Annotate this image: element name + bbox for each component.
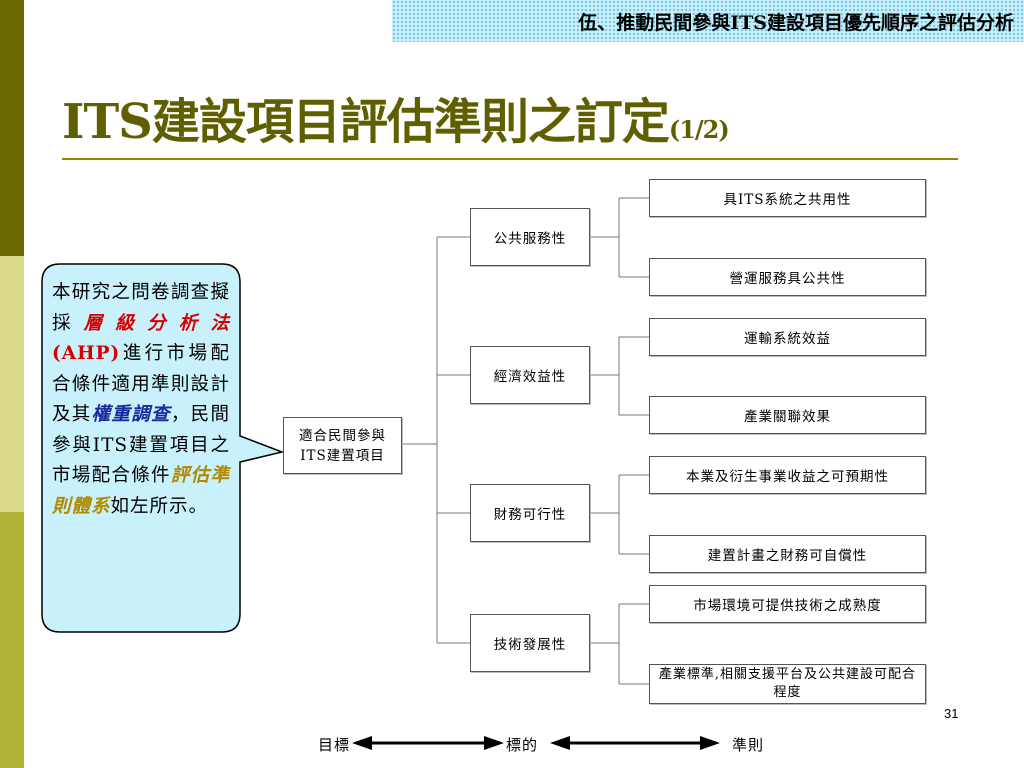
criterion-label: 營運服務具公共性 [729, 271, 846, 287]
goal-label: 公共服務性 [493, 231, 567, 247]
legend-label-objective: 標的 [506, 736, 539, 754]
criterion-node: 具ITS系統之共用性 [649, 179, 926, 217]
goal-label: 經濟效益性 [493, 369, 567, 385]
sidebar-stripe-light [0, 256, 24, 512]
criterion-node: 本業及衍生事業收益之可預期性 [649, 456, 926, 494]
page-title-main: ITS建設項目評估準則之訂定 [62, 94, 670, 150]
legend-arrow-2 [550, 736, 720, 750]
goal-node-technical-development: 技術發展性 [470, 614, 590, 672]
title-divider [62, 158, 958, 160]
callout-emph-weight: 權重調查 [91, 404, 171, 425]
page-title-suffix: (1/2) [668, 115, 730, 144]
callout-emph-system: 評估準則體系 [52, 465, 230, 517]
criterion-node: 運輸系統效益 [649, 318, 926, 356]
criterion-label: 產業關聯效果 [744, 409, 831, 425]
sidebar-stripe-dark [0, 0, 24, 256]
criterion-node: 產業關聯效果 [649, 396, 926, 434]
page-number: 31 [944, 706, 959, 721]
goal-node-public-service: 公共服務性 [470, 208, 590, 266]
criterion-label: 運輸系統效益 [744, 331, 831, 347]
criterion-node: 市場環境可提供技術之成熟度 [649, 585, 926, 623]
goal-node-financial-feasibility: 財務可行性 [470, 484, 590, 542]
root-node-line2: ITS建置項目 [300, 447, 385, 464]
page-title: ITS建設項目評估準則之訂定(1/2) [62, 82, 730, 152]
callout-emph-ahp: 層級分析法 [83, 312, 230, 334]
section-banner-text: 伍、推動民間參與ITS建設項目優先順序之評估分析 [578, 11, 1014, 34]
callout-text-4: 如左所示。 [110, 495, 209, 517]
legend-arrow-1 [352, 736, 504, 750]
criterion-label: 產業標準,相關支援平台及公共建設可配合程度 [658, 667, 917, 700]
section-banner: 伍、推動民間參與ITS建設項目優先順序之評估分析 [392, 0, 1024, 42]
legend-label-goal: 目標 [318, 736, 351, 754]
criterion-node: 產業標準,相關支援平台及公共建設可配合程度 [649, 664, 926, 704]
callout-text-1: 本研究之問卷調查擬採 [52, 282, 230, 334]
callout-ahp-abbr: (AHP) [52, 343, 121, 364]
criterion-label: 市場環境可提供技術之成熟度 [693, 598, 882, 614]
callout-text-2: 進行市場配合條件適用準則設計及其 [52, 343, 230, 425]
criterion-label: 具ITS系統之共用性 [723, 192, 852, 208]
goal-label: 財務可行性 [493, 507, 567, 523]
callout-text: 本研究之問卷調查擬採層級分析法 (AHP)進行市場配合條件適用準則設計及其權重調… [52, 278, 230, 522]
root-node-line1: 適合民間參與 [299, 427, 386, 444]
goal-node-economic-benefit: 經濟效益性 [470, 346, 590, 404]
legend-label-criteria: 準則 [732, 736, 765, 754]
goal-label: 技術發展性 [493, 637, 567, 653]
criterion-node: 營運服務具公共性 [649, 258, 926, 296]
criterion-label: 本業及衍生事業收益之可預期性 [686, 469, 889, 485]
callout-text-3: ，民間參與ITS建置項目之市場配合條件 [52, 404, 230, 486]
sidebar-stripe-mid [0, 512, 24, 768]
root-node: 適合民間參與 ITS建置項目 [283, 417, 402, 474]
criterion-node: 建置計畫之財務可自償性 [649, 535, 926, 573]
criterion-label: 建置計畫之財務可自償性 [707, 548, 868, 564]
callout-bubble [41, 263, 285, 633]
